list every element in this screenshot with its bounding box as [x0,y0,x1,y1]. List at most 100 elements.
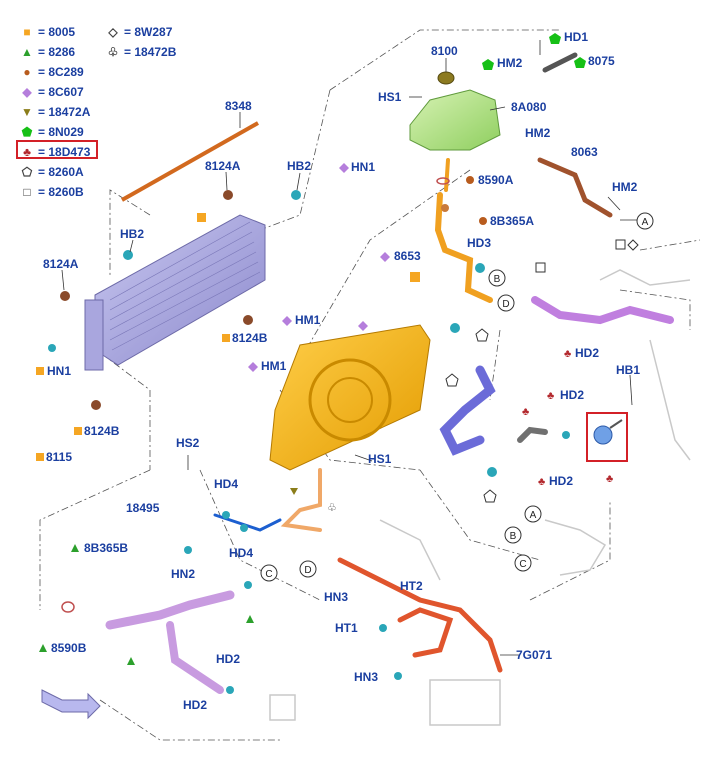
legend-code: = 8W287 [124,25,173,39]
degas-bottle [409,71,501,151]
label-7g071: 7G071 [516,648,552,662]
label-hd4-b: HD4 [229,546,253,560]
connector-b2-circle [504,526,522,544]
label-8590b: 8590B [51,641,87,655]
marker-8005 [197,213,206,222]
connector-a2: A [530,510,537,521]
legend-code: = 8286 [38,45,76,59]
connector-callouts: A B D A B C C D [260,212,654,582]
connector-d2-circle [299,560,317,578]
legend-symbol: ● [23,65,31,79]
marker-8005 [36,367,44,375]
label-8a080: 8A080 [511,100,547,114]
marker-18472b: ♧ [327,502,337,514]
marker-8260a [445,373,459,387]
label-hd2-right: HD2 [575,346,599,360]
marker-8n029 [549,33,561,44]
leader-lines [61,40,640,656]
symbol-markers: ♣ ♣ ♣ ♣ ♣ ♧ [36,33,639,665]
legend-code: = 8N029 [38,125,84,139]
part-labels: 8348 8124A HB2 HB2 8124A HN1 8115 8124B … [43,30,640,712]
legend-symbol: □ [23,185,31,199]
label-hd2-bottom1: HD2 [216,652,240,666]
label-hm1-a: HM1 [295,313,321,327]
legend-item: ♧ = 18472B [106,42,177,62]
marker-8005 [222,334,230,342]
legend-code: = 18472B [124,45,177,59]
label-8b365a: 8B365A [490,214,534,228]
connector-c2-circle [514,554,532,572]
label-hd2-callout1: HD2 [560,388,584,402]
marker-8286 [39,644,47,652]
connector-a-circle [636,212,654,230]
legend-code: = 8005 [38,25,76,39]
label-hd3: HD3 [467,236,491,250]
marker-8n029 [482,59,494,70]
legend: ■= 8005 ▲= 8286 ●= 8C289 ◆= 8C607 ▼= 184… [20,22,90,202]
marker-18d473: ♣ [538,476,545,488]
marker-8286 [71,544,79,552]
marker-18d473: ♣ [564,348,571,360]
marker-8c607 [358,321,368,331]
label-8124a-top: 8124A [205,159,241,173]
label-hm2-low: HM2 [612,180,638,194]
label-8124a-left: 8124A [43,257,79,271]
label-hm1-b: HM1 [261,359,287,373]
legend-symbol: ⬠ [21,165,33,179]
legend-item: □ = 8260B [20,182,90,202]
label-8348: 8348 [225,99,252,113]
label-hm2-mid: HM2 [525,126,551,140]
legend-symbol: ⬟ [21,125,33,139]
legend-symbol: ♧ [107,45,119,59]
label-hs1-top: HS1 [378,90,402,104]
legend-symbol: ▼ [21,105,33,119]
label-8b365b: 8B365B [84,541,128,555]
legend-secondary: ◇ = 8W287 ♧ = 18472B [106,22,177,62]
legend-symbol: ◇ [108,25,118,39]
marker-18d473: ♣ [522,406,529,418]
legend-item: ▲= 8286 [20,42,90,62]
marker-18d473: ♣ [606,473,613,485]
connector-a: A [642,217,649,228]
marker-8286 [127,657,135,665]
marker-8c289 [479,217,487,225]
label-hn2: HN2 [171,567,195,581]
label-hs2: HS2 [176,436,200,450]
connector-d-circle [497,294,515,312]
marker-8260b [615,239,626,250]
label-hn1-left: HN1 [47,364,71,378]
label-8653: 8653 [394,249,421,263]
direction-arrow [41,689,101,720]
label-hd2-callout2: HD2 [549,474,573,488]
label-8590a: 8590A [478,173,514,187]
label-8100: 8100 [431,44,458,58]
label-8063: 8063 [571,145,598,159]
legend-item: ◆= 8C607 [20,82,90,102]
connector-b: B [494,274,501,285]
label-ht2: HT2 [400,579,423,593]
marker-8c289 [466,176,474,184]
label-8075: 8075 [588,54,615,68]
label-hd4-a: HD4 [214,477,238,491]
label-18495: 18495 [126,501,160,515]
label-ht1: HT1 [335,621,358,635]
legend-code: = 8260A [38,165,84,179]
marker-8260a [475,328,489,342]
label-hb2-left: HB2 [120,227,144,241]
label-hd1: HD1 [564,30,588,44]
radiator [84,214,266,371]
legend-symbol: ■ [23,25,31,39]
marker-8c607 [282,316,292,326]
legend-code: = 8260B [38,185,84,199]
connector-a2-circle [524,505,542,523]
marker-8c607 [380,252,390,262]
marker-8005 [74,427,82,435]
label-8124b-left: 8124B [84,424,120,438]
label-hn3-a: HN3 [324,590,348,604]
label-hb1: HB1 [616,363,640,377]
legend-code: = 8C607 [38,85,84,99]
connector-b2: B [510,531,517,542]
connector-c: C [265,569,272,580]
connector-d2: D [304,565,311,576]
